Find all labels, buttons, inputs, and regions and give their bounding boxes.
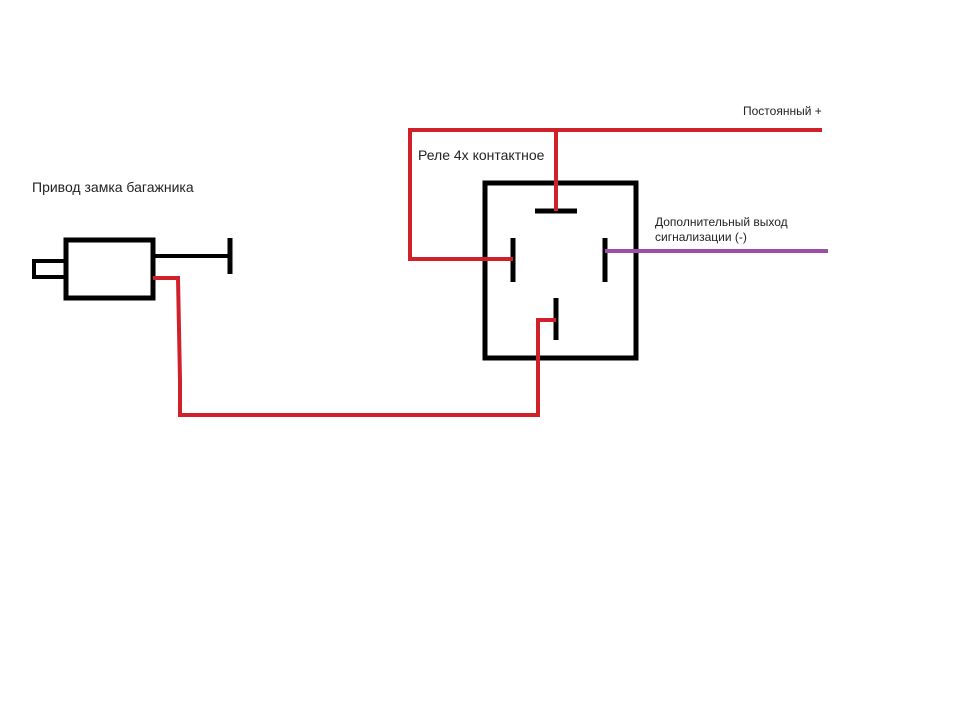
wire-actuator-to-relay	[153, 276, 556, 417]
relay-body	[482, 180, 639, 361]
label-alarm-output-line1: Дополнительный выход	[655, 215, 788, 229]
label-trunk-lock-actuator: Привод замка багажника	[32, 179, 194, 195]
wire-plus-to-relay-left	[408, 128, 556, 261]
actuator-body	[63, 237, 156, 301]
red-wires	[153, 128, 822, 417]
actuator-stub	[32, 259, 68, 279]
trunk-lock-actuator	[32, 237, 233, 301]
label-alarm-output: Дополнительный выход сигнализации (-)	[655, 215, 788, 245]
label-relay: Реле 4х контактное	[418, 147, 545, 163]
label-alarm-output-line2: сигнализации (-)	[655, 230, 747, 244]
label-constant-plus: Постоянный +	[743, 104, 822, 118]
wire-constant-plus	[554, 128, 822, 211]
relay-4-pin	[482, 180, 639, 361]
